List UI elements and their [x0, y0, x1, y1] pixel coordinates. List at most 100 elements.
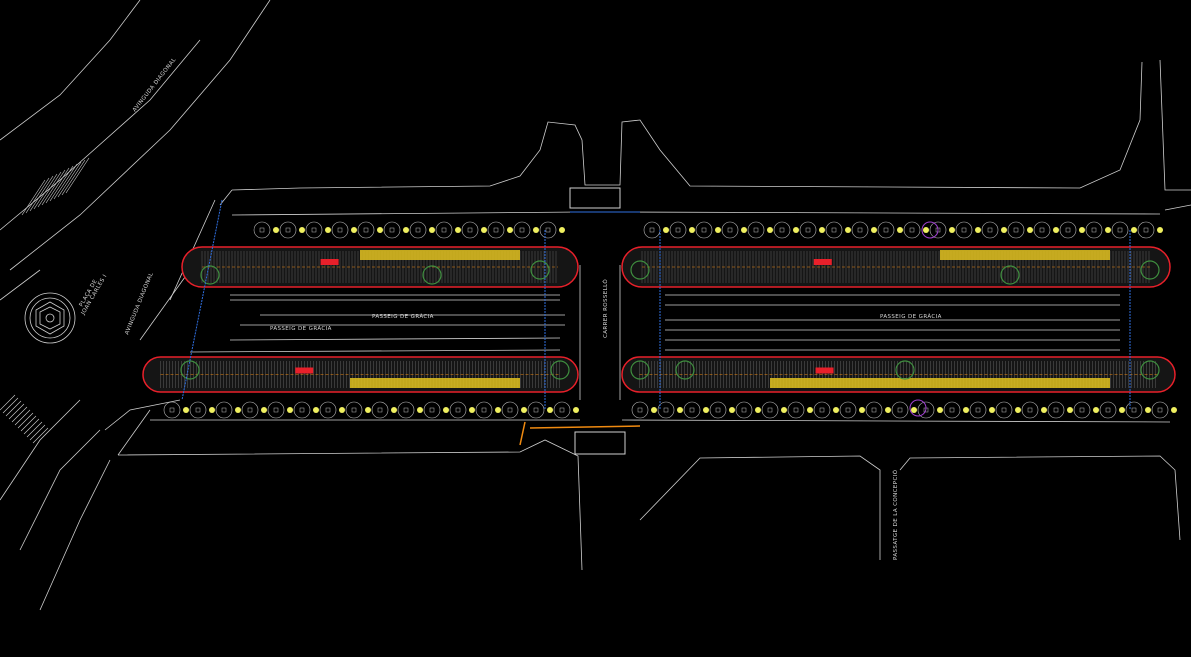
tree-pit: [423, 401, 441, 419]
lamp: [507, 227, 513, 233]
tree-pit: [527, 401, 545, 419]
tree-grate: [871, 407, 877, 413]
lamp: [897, 227, 903, 233]
tree-grate: [247, 407, 253, 413]
tree-grate: [689, 407, 695, 413]
lamp: [703, 407, 709, 413]
tree-grate: [1157, 407, 1163, 413]
hatch-line: [45, 167, 70, 204]
tree-pit: [917, 401, 935, 419]
lamp: [1105, 227, 1111, 233]
tree-pit: [955, 221, 973, 239]
lamp: [1053, 227, 1059, 233]
tree-pit: [513, 221, 531, 239]
tree-grate: [845, 407, 851, 413]
tree-pit: [929, 221, 947, 239]
lamp: [495, 407, 501, 413]
tree-grate: [169, 407, 175, 413]
tree-grate: [325, 407, 331, 413]
paving-strip: [770, 378, 1110, 388]
lamp: [1131, 227, 1137, 233]
tree-pit: [449, 401, 467, 419]
tree-grate: [819, 407, 825, 413]
medians: [142, 246, 1176, 393]
tree-grate: [559, 407, 565, 413]
tree-canopy: [630, 360, 650, 380]
tree-canopy: [530, 260, 550, 280]
tree-pit: [709, 401, 727, 419]
tree-canopy: [1000, 265, 1020, 285]
red-marker: [320, 259, 339, 265]
lamp: [1001, 227, 1007, 233]
label-passeig-left-2: PASSEIG DE GRÀCIA: [270, 325, 332, 332]
lamp: [989, 407, 995, 413]
lamp: [755, 407, 761, 413]
street-linework: [0, 0, 1191, 611]
tree-pit: [813, 401, 831, 419]
hatch-line: [61, 159, 86, 196]
tree-grate: [701, 227, 707, 233]
tree-pit: [331, 221, 349, 239]
roundabout-placa: [24, 292, 76, 344]
lamp: [351, 227, 357, 233]
paving-strip: [350, 378, 520, 388]
tree-grate: [909, 227, 915, 233]
hatch-line: [20, 415, 37, 432]
tree-grate: [793, 407, 799, 413]
lamp: [455, 227, 461, 233]
lamp: [911, 407, 917, 413]
paving-strip: [360, 250, 520, 260]
label-carrer-rossello: CARRER ROSSELLÓ: [602, 279, 609, 338]
tree-grate: [753, 227, 759, 233]
lamp: [417, 407, 423, 413]
lamp: [715, 227, 721, 233]
lamp: [1093, 407, 1099, 413]
tree-grate: [741, 407, 747, 413]
tree-pit: [345, 401, 363, 419]
lamp: [391, 407, 397, 413]
tree-grate: [1065, 227, 1071, 233]
lamp: [949, 227, 955, 233]
tree-pit: [461, 221, 479, 239]
tree-pit: [215, 401, 233, 419]
lamp: [845, 227, 851, 233]
lamp: [1027, 227, 1033, 233]
lamp: [859, 407, 865, 413]
tree-grate: [779, 227, 785, 233]
tree-pit: [891, 401, 909, 419]
tree-canopy: [1140, 260, 1160, 280]
tree-pit: [851, 221, 869, 239]
tree-canopy: [200, 265, 220, 285]
lamp: [365, 407, 371, 413]
tree-pit: [773, 221, 791, 239]
service-lines: [181, 187, 1131, 455]
paving-strip: [940, 250, 1110, 260]
tree-pit: [1007, 221, 1025, 239]
tree-grate: [987, 227, 993, 233]
lamp: [1119, 407, 1125, 413]
lamp: [663, 227, 669, 233]
tree-pit: [279, 221, 297, 239]
tree-rows: [163, 221, 1177, 419]
tree-pit: [539, 221, 557, 239]
hatch-line: [32, 427, 49, 444]
tree-grate: [429, 407, 435, 413]
tree-pit: [1085, 221, 1103, 239]
tree-grate: [1117, 227, 1123, 233]
lamp: [273, 227, 279, 233]
tree-pit: [397, 401, 415, 419]
tree-grate: [481, 407, 487, 413]
red-marker: [813, 259, 832, 265]
tree-pit: [1021, 401, 1039, 419]
tree-grate: [857, 227, 863, 233]
tree-pit: [305, 221, 323, 239]
tree-grate: [675, 227, 681, 233]
tree-grate: [1091, 227, 1097, 233]
tree-pit: [553, 401, 571, 419]
tree-pit: [943, 401, 961, 419]
lamp: [1171, 407, 1177, 413]
tree-pit: [761, 401, 779, 419]
red-marker: [815, 367, 834, 374]
tree-pit: [669, 221, 687, 239]
